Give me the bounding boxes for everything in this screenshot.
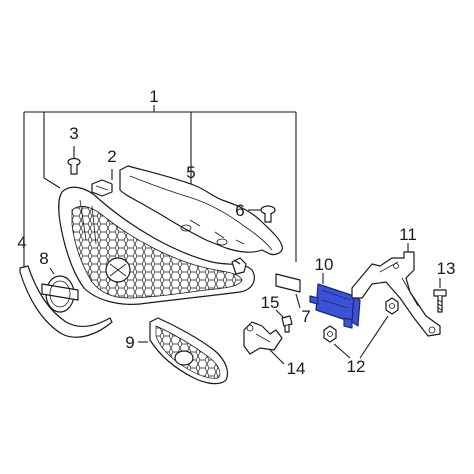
callout-5: 5 [186,163,195,182]
callout-11: 11 [399,225,417,244]
leader-stubs [233,259,241,265]
callout-8: 8 [39,249,48,268]
clip-part-15 [275,309,293,333]
molding-part-4 [19,265,113,338]
grille-assembly [58,186,255,305]
callout-3: 3 [69,124,78,143]
callout-15: 15 [261,293,280,312]
callout-6: 6 [235,201,244,220]
bolt-part-13 [433,278,447,313]
emblem-part-8 [41,267,79,313]
callout-9: 9 [125,333,134,352]
callout-13: 13 [437,259,456,278]
nuts-part-12 [323,297,399,359]
callout-1: 1 [149,87,158,106]
pad-part-7 [275,273,301,309]
bracket-part-14 [243,321,285,365]
mount-bracket-part-11 [351,243,441,337]
callout-1-leaders [23,105,297,268]
callout-12: 12 [347,357,366,376]
clip-center [231,257,247,275]
upper-cover [119,165,283,256]
bolt-part-6 [248,205,276,223]
callout-labels: 1 2 3 4 5 6 7 8 9 10 11 12 13 14 15 [17,87,455,378]
callout-10: 10 [315,255,334,274]
callout-4: 4 [17,233,26,252]
clip-part-2 [91,169,113,197]
radar-sensor-part-10 [309,273,361,329]
screw-part-3 [67,146,81,175]
callout-14: 14 [287,359,306,378]
callout-7: 7 [301,307,310,326]
callout-2: 2 [107,147,116,166]
lower-grille-part-9 [138,317,229,385]
